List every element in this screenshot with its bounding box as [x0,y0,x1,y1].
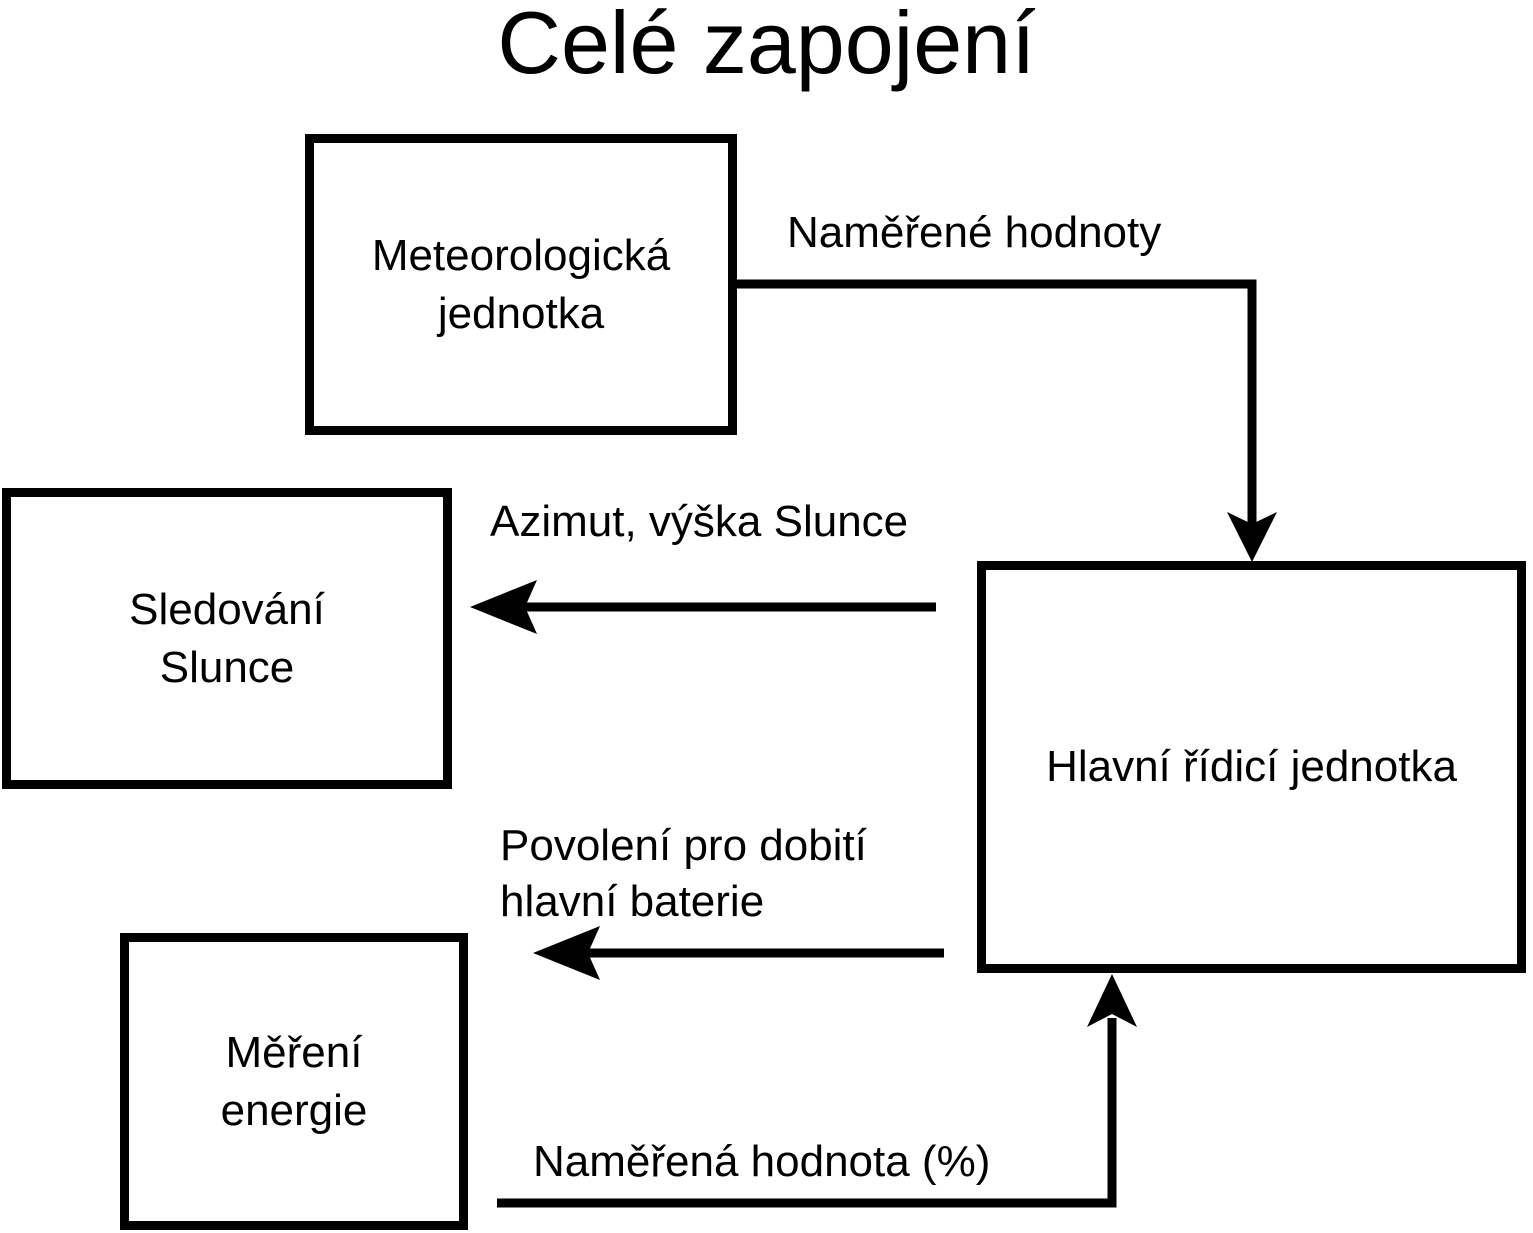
arrowhead-left-icon [533,926,600,980]
node-sun-tracking: Sledování Slunce [2,488,452,789]
node-energy-measurement: Měření energie [120,933,468,1230]
node-main-control-unit: Hlavní řídicí jednotka [977,561,1526,973]
arrowhead-left-icon [470,580,537,634]
edge-label-charge-permission: Povolení pro dobití hlavní baterie [500,821,867,927]
edge-label-sun-position: Azimut, výška Slunce [490,497,909,546]
edge-sun-position [470,580,936,634]
edge-charge-permission [533,926,944,980]
arrowhead-down-icon [1227,512,1277,562]
node-meteorological-unit: Meteorologická jednotka [305,134,737,435]
edge-label-measured-values: Naměřené hodnoty [787,208,1162,257]
diagram-title: Celé zapojení [497,0,1036,92]
arrowhead-up-icon [1087,974,1137,1027]
edge-label-measured-percentage: Naměřená hodnota (%) [533,1137,991,1186]
